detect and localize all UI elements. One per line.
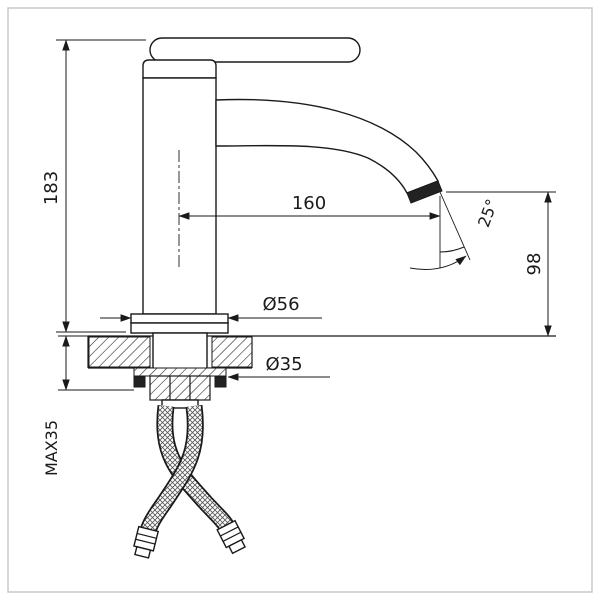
label-total-height: 183 — [41, 171, 62, 205]
label-max-deck-thickness: MAX35 — [42, 420, 61, 476]
dimension-total-height: 183 — [41, 39, 146, 333]
dimension-max-thickness: MAX35 — [42, 335, 134, 476]
supply-hose-right-braid — [141, 405, 203, 534]
washer-bolt-right — [214, 376, 227, 388]
faucet-spout — [215, 98, 440, 194]
dimension-outlet-height: 98 — [446, 191, 556, 337]
dimension-spout-angle: 25° — [409, 191, 502, 270]
dimension-base-diameter: Ø56 — [100, 294, 322, 322]
hose-fitting-right-facet-2 — [222, 531, 242, 542]
shank-stub — [161, 399, 199, 409]
mounting-washer — [133, 367, 227, 377]
angle-arc — [439, 246, 465, 253]
faucet-assembly — [130, 37, 443, 334]
mounting-hardware — [133, 332, 227, 409]
dimension-spout-reach: 160 — [178, 150, 441, 270]
angle-arrow — [409, 255, 467, 270]
hose-fitting-left-collar — [134, 545, 152, 559]
supply-hose-left-braid — [158, 405, 234, 531]
hose-fitting-right-facet-1 — [220, 526, 239, 537]
supply-hoses — [133, 404, 246, 559]
countertop-hatch-right — [211, 336, 253, 368]
faucet-base-upper-ring — [130, 313, 229, 324]
angle-axis-line — [439, 191, 471, 261]
hose-fitting-left — [133, 525, 160, 559]
faucet-cap — [142, 59, 217, 79]
label-base-diameter: Ø56 — [262, 294, 299, 315]
countertop-hatch-left — [88, 336, 151, 368]
faucet-body — [142, 77, 217, 315]
label-mount-hole-diameter: Ø35 — [265, 354, 302, 375]
label-spout-angle: 25° — [474, 197, 502, 230]
drawing-border — [7, 7, 593, 593]
dimension-mount-hole: Ø35 — [227, 354, 330, 381]
aerator-tip — [406, 180, 443, 204]
faucet-lever-handle — [149, 37, 361, 63]
hose-fitting-left-facet-2 — [135, 538, 156, 545]
washer-bolt-left — [133, 376, 146, 388]
mounting-nut — [149, 375, 211, 401]
hose-fitting-right — [216, 519, 246, 555]
hose-fitting-right-collar — [227, 538, 246, 555]
label-outlet-height: 98 — [524, 253, 545, 276]
faucet-base-lower-ring — [130, 322, 229, 334]
label-spout-reach: 160 — [292, 193, 326, 214]
hose-fitting-left-facet-1 — [136, 532, 157, 539]
